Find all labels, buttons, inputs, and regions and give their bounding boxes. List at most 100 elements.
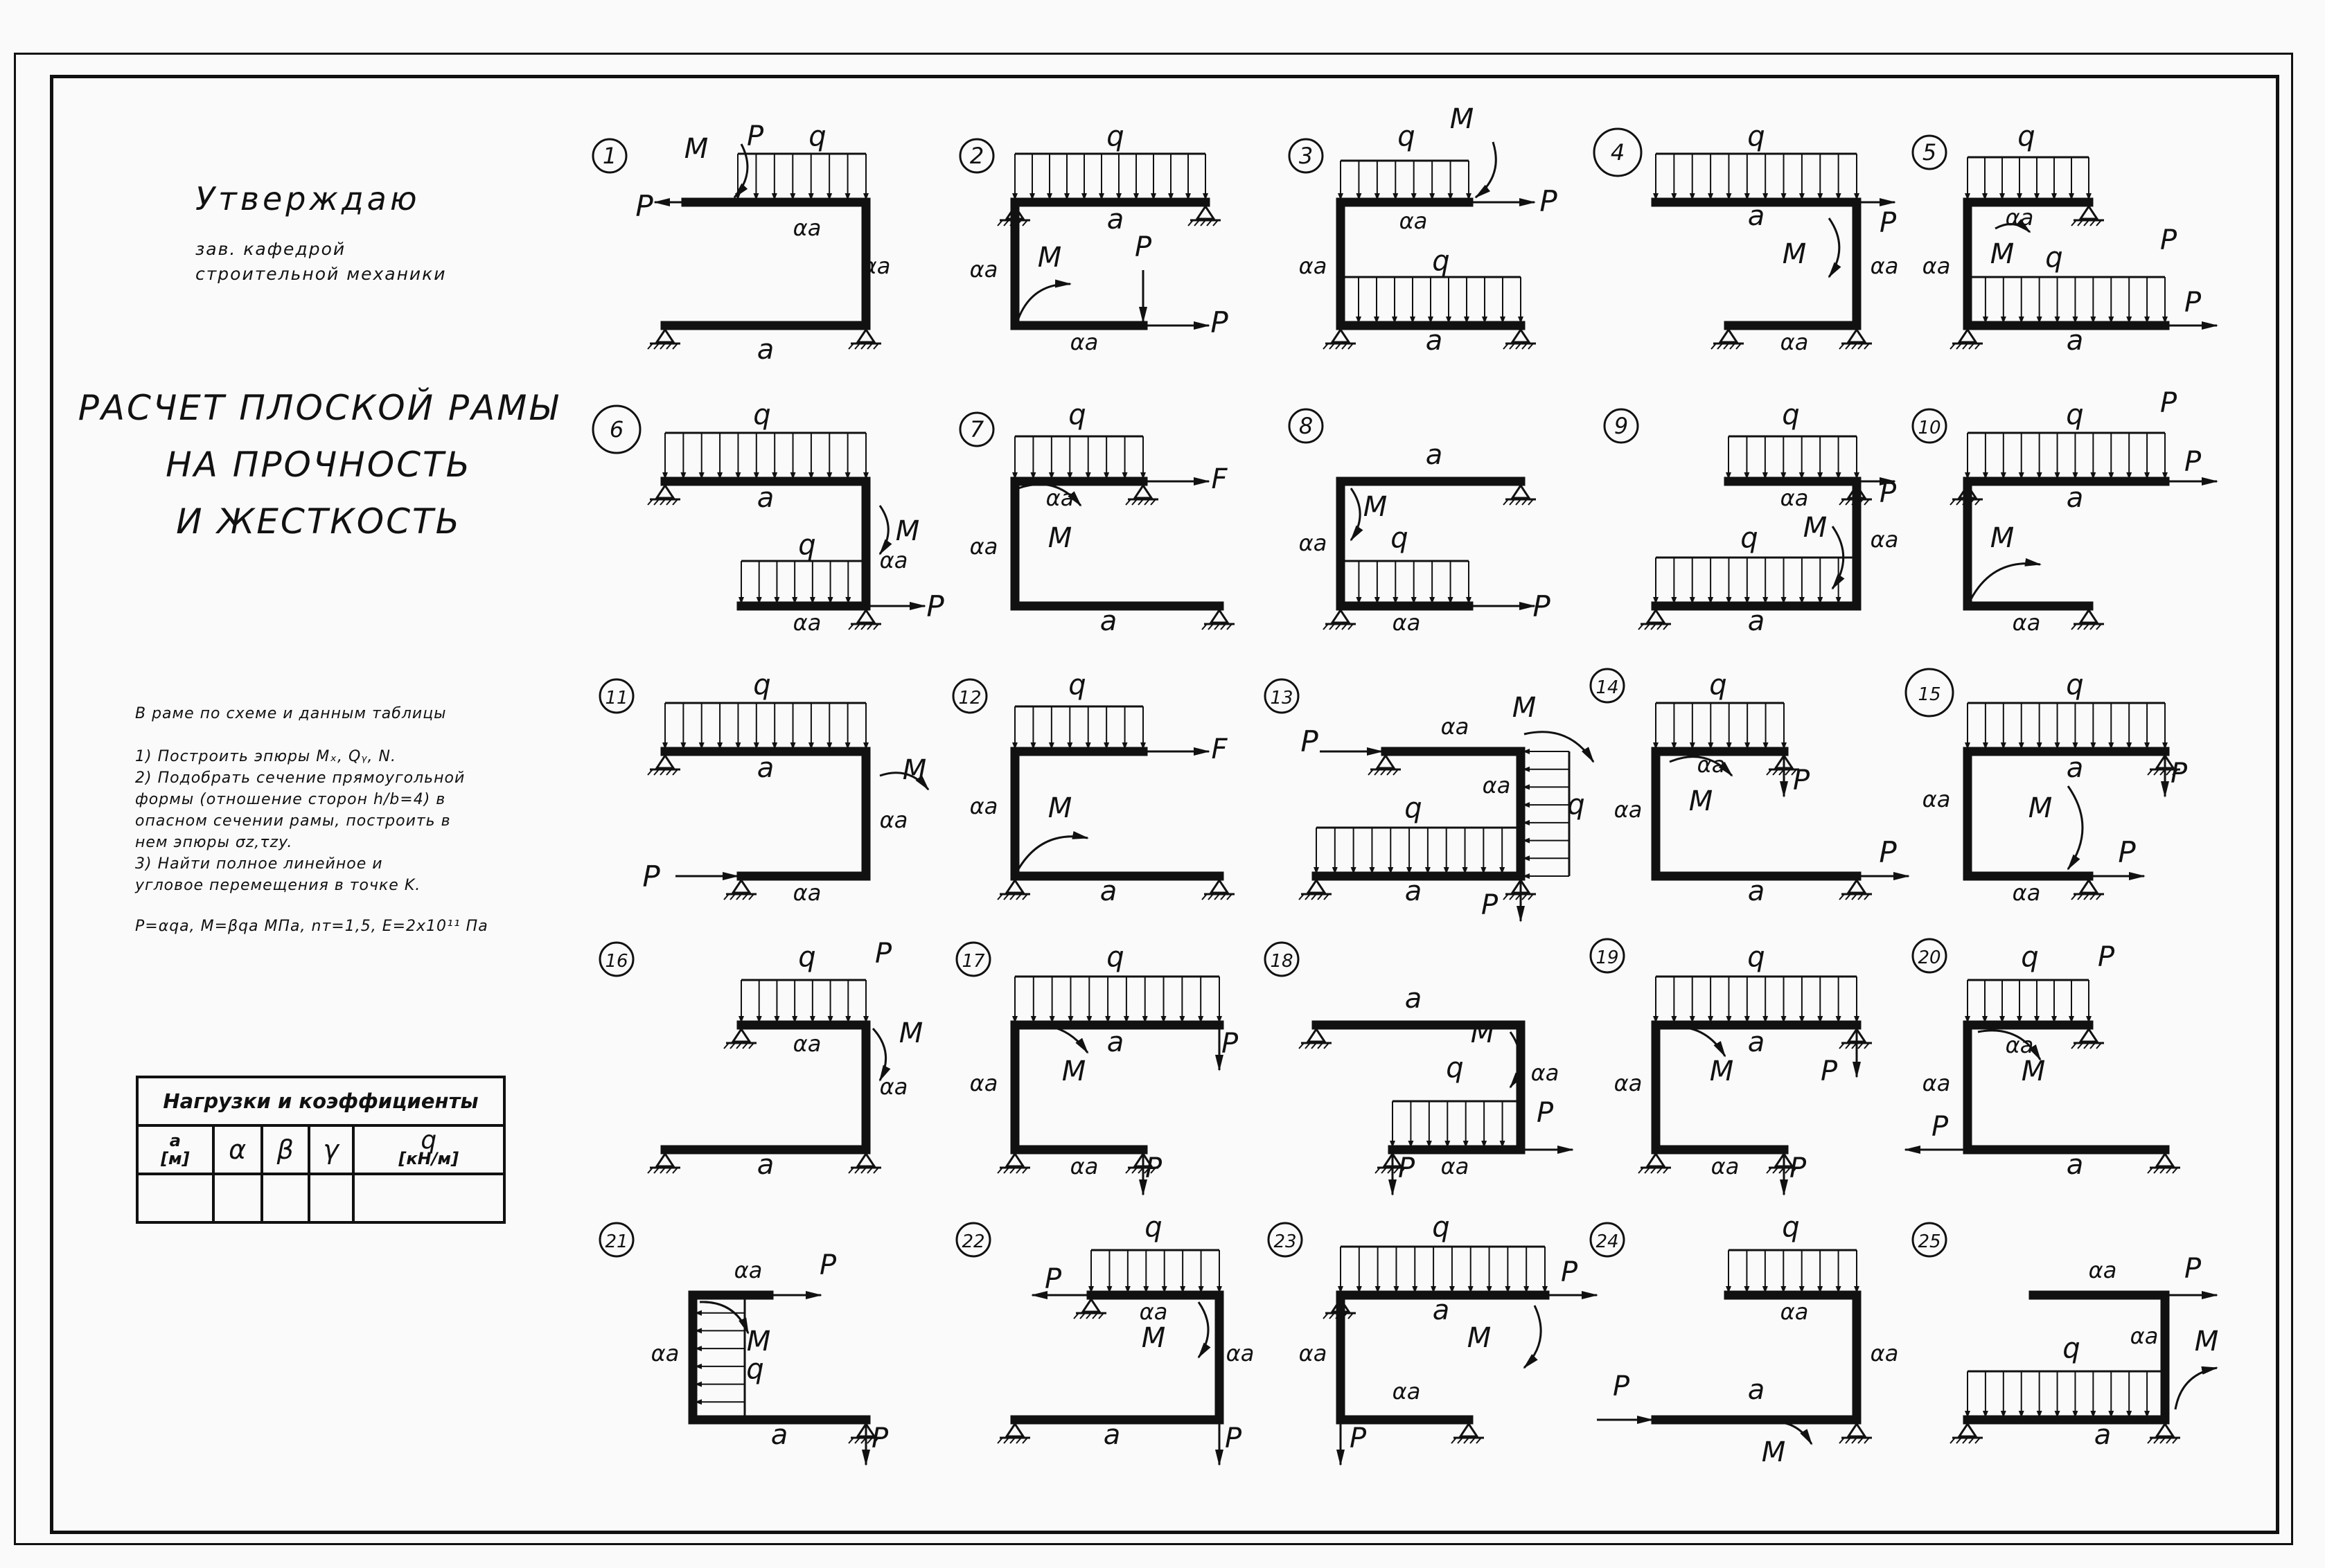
label-aa: αa (1922, 253, 1951, 279)
number-circle (1264, 941, 1300, 977)
support-hatch (1374, 1167, 1381, 1174)
support-hatch (647, 499, 653, 506)
pin-support (1950, 1422, 1983, 1444)
pin-support (1323, 608, 1356, 630)
pin-support (1503, 483, 1536, 506)
moment-arrow (1509, 1031, 1523, 1089)
value-cell[interactable] (136, 1173, 215, 1224)
support-hatch (2071, 623, 2077, 630)
label-a: a (757, 752, 775, 784)
support-hatch (2071, 1042, 2077, 1049)
support-hatch (1864, 1042, 1870, 1049)
support-hatch (1341, 1312, 1347, 1319)
moment-arrow (1762, 1420, 1813, 1445)
support-triangle (731, 878, 752, 894)
support-hatch (1515, 499, 1521, 506)
label-aa: αa (1226, 1340, 1255, 1366)
number-circle (1911, 408, 1947, 444)
support-hatch (1131, 499, 1138, 506)
support-hatch (1864, 343, 1870, 350)
pin-support (1125, 483, 1158, 506)
support-hatch (2166, 769, 2172, 776)
support-hatch (1503, 343, 1509, 350)
label-aa: αa (793, 880, 822, 906)
moment-arrow (2067, 785, 2084, 871)
approve-heading: Утверждаю зав. кафедрой строительной мех… (195, 180, 447, 287)
support-hatch (1200, 220, 1206, 226)
support-hatch (1022, 1167, 1028, 1174)
support-hatch (1206, 220, 1212, 226)
label-a: a (757, 334, 775, 366)
support-hatch (1710, 343, 1717, 350)
moment-arrow (2174, 1366, 2218, 1410)
support-hatch (2172, 1437, 2178, 1444)
support-hatch (1845, 1042, 1851, 1049)
pin-support (1323, 328, 1356, 350)
moment-arrow (1970, 558, 2042, 600)
support-hatch (666, 769, 672, 776)
label-q: q (808, 121, 826, 152)
pin-support (647, 328, 680, 350)
support-hatch (1503, 893, 1509, 900)
label-q: q (1106, 941, 1124, 973)
number-circle (592, 404, 642, 454)
col-q-symbol: q (421, 1126, 437, 1155)
value-cell[interactable] (307, 1173, 355, 1224)
scheme-number-text: 12 (958, 688, 981, 709)
number-circle (959, 411, 995, 447)
support-hatch (2153, 1167, 2159, 1174)
support-hatch (1009, 1167, 1016, 1174)
label-aa: αa (1871, 1340, 1899, 1366)
scheme-number-text: 7 (970, 416, 984, 443)
pin-support (1839, 878, 1872, 900)
label-M: M (1062, 1055, 1086, 1087)
pin-support (1073, 1297, 1106, 1319)
support-hatch (1009, 220, 1016, 226)
support-hatch (1003, 1167, 1009, 1174)
label-aa: αa (1046, 485, 1075, 511)
support-hatch (1144, 499, 1150, 506)
support-hatch (1347, 623, 1354, 630)
support-hatch (2147, 1437, 2153, 1444)
label-P: P (1931, 1111, 1949, 1143)
support-hatch (2172, 1167, 2178, 1174)
label-a: a (1748, 875, 1765, 907)
label-a: a (2067, 752, 2084, 784)
support-hatch (1131, 1167, 1138, 1174)
approve-position: зав. кафедрой строительной механики (195, 237, 447, 287)
label-P: P (1481, 889, 1499, 921)
value-cell[interactable] (260, 1173, 310, 1224)
support-hatch (1766, 769, 1772, 776)
support-triangle (2155, 1152, 2175, 1168)
number-circle (959, 138, 995, 174)
value-cell[interactable] (351, 1173, 506, 1224)
support-hatch (2077, 220, 2083, 226)
label-P: P (1789, 1152, 1807, 1184)
number-circle (1589, 668, 1625, 704)
support-triangle (1846, 1422, 1867, 1438)
number-circle (1267, 1222, 1303, 1258)
moment-arrow (1017, 831, 1089, 870)
value-cell[interactable] (211, 1173, 263, 1224)
label-P: P (2171, 758, 2188, 790)
support-hatch (1772, 769, 1778, 776)
support-hatch (653, 769, 660, 776)
support-hatch (1150, 499, 1156, 506)
support-hatch (1656, 623, 1663, 630)
support-triangle (1458, 1422, 1479, 1438)
number-circle (955, 1222, 991, 1258)
label-a: a (771, 1419, 788, 1451)
scheme-number: 9 (1603, 408, 1639, 444)
label-q: q (2045, 242, 2062, 274)
label-M: M (2022, 1055, 2046, 1087)
number-circle (1288, 408, 1324, 444)
label-aa: αa (2013, 609, 2041, 636)
support-hatch (1451, 1437, 1457, 1444)
support-hatch (1226, 623, 1232, 630)
support-hatch (1974, 499, 1981, 506)
scheme-number-text: 22 (962, 1231, 984, 1252)
support-hatch (1723, 343, 1729, 350)
support-hatch (660, 769, 666, 776)
